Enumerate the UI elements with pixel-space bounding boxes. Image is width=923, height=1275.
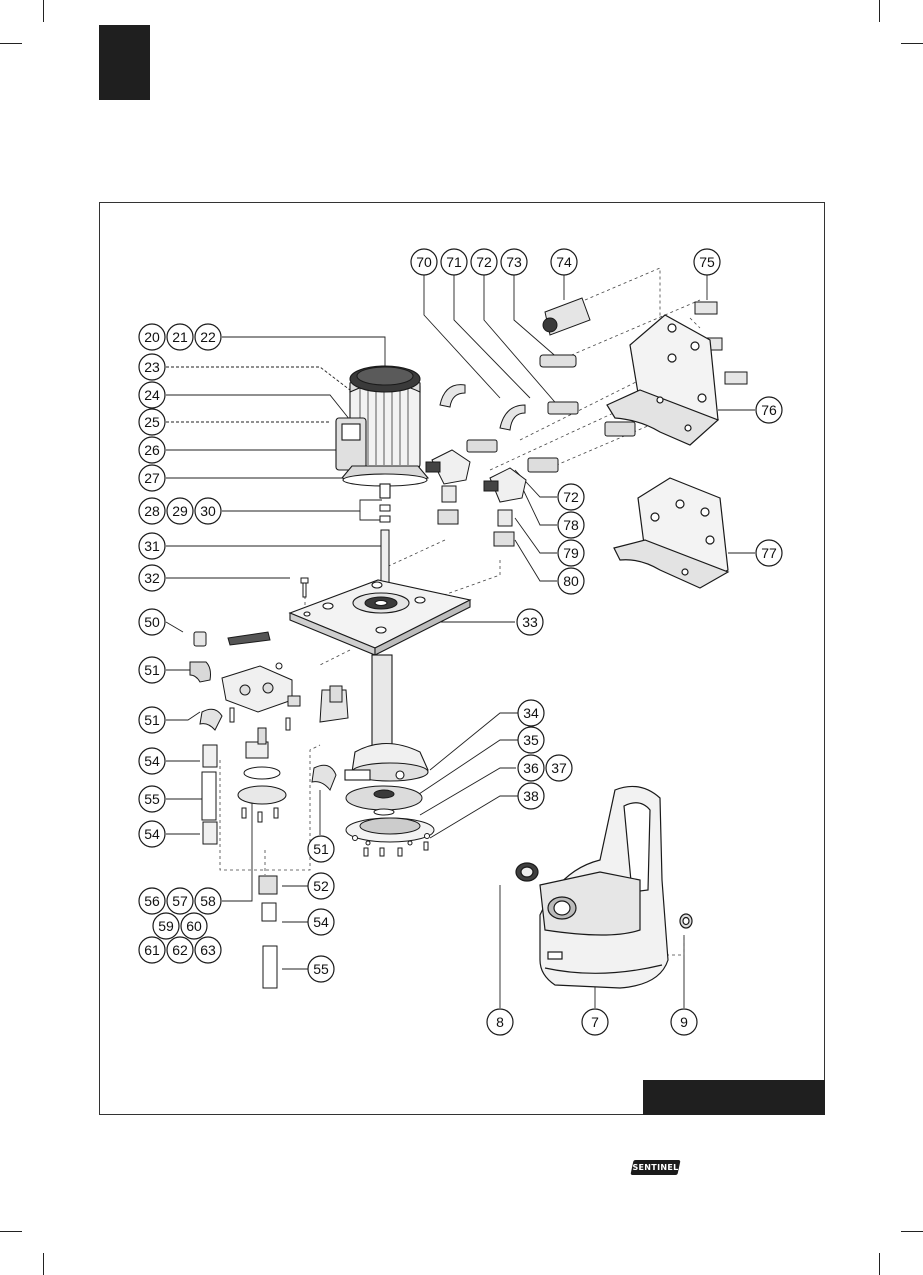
callout-38: 38 bbox=[523, 788, 539, 804]
callout-22: 22 bbox=[200, 329, 216, 345]
callout-50: 50 bbox=[144, 614, 160, 630]
tank-housing bbox=[516, 786, 692, 988]
callout-30: 30 bbox=[200, 503, 216, 519]
callout-28: 28 bbox=[144, 503, 160, 519]
callout-21: 21 bbox=[172, 329, 188, 345]
callout-24: 24 bbox=[144, 387, 160, 403]
callout-74: 74 bbox=[556, 254, 572, 270]
callout-52: 52 bbox=[313, 878, 329, 894]
callout-36: 36 bbox=[523, 760, 539, 776]
callout-75: 75 bbox=[699, 254, 715, 270]
callout-34: 34 bbox=[523, 705, 539, 721]
callout-60: 60 bbox=[186, 918, 202, 934]
callout-55: 55 bbox=[313, 961, 329, 977]
callout-33: 33 bbox=[522, 614, 538, 630]
callout-37: 37 bbox=[551, 760, 567, 776]
callout-9: 9 bbox=[680, 1014, 688, 1030]
callout-54: 54 bbox=[313, 914, 329, 930]
callout-61: 61 bbox=[144, 942, 160, 958]
mounting-plate bbox=[290, 580, 470, 655]
callout-31: 31 bbox=[144, 538, 160, 554]
callout-57: 57 bbox=[172, 893, 188, 909]
callout-7: 7 bbox=[591, 1014, 599, 1030]
callout-62: 62 bbox=[172, 942, 188, 958]
callout-25: 25 bbox=[144, 414, 160, 430]
callout-54: 54 bbox=[144, 753, 160, 769]
callout-55: 55 bbox=[144, 791, 160, 807]
callout-35: 35 bbox=[523, 732, 539, 748]
callout-26: 26 bbox=[144, 442, 160, 458]
callout-20: 20 bbox=[144, 329, 160, 345]
callout-59: 59 bbox=[158, 918, 174, 934]
callout-76: 76 bbox=[761, 402, 777, 418]
callout-77: 77 bbox=[761, 545, 777, 561]
callout-72: 72 bbox=[476, 254, 492, 270]
callout-23: 23 bbox=[144, 359, 160, 375]
callout-27: 27 bbox=[144, 470, 160, 486]
callout-71: 71 bbox=[446, 254, 462, 270]
pump-column bbox=[345, 655, 428, 781]
callout-80: 80 bbox=[563, 573, 579, 589]
callout-56: 56 bbox=[144, 893, 160, 909]
callout-78: 78 bbox=[563, 517, 579, 533]
callout-58: 58 bbox=[200, 893, 216, 909]
callout-51: 51 bbox=[144, 712, 160, 728]
callout-63: 63 bbox=[200, 942, 216, 958]
callout-51: 51 bbox=[144, 662, 160, 678]
bracket-77 bbox=[614, 478, 728, 588]
callout-79: 79 bbox=[563, 545, 579, 561]
impeller-base bbox=[346, 786, 434, 856]
motor-assembly bbox=[336, 366, 428, 498]
callout-72: 72 bbox=[563, 489, 579, 505]
callout-73: 73 bbox=[506, 254, 522, 270]
callout-51: 51 bbox=[313, 841, 329, 857]
callout-8: 8 bbox=[496, 1014, 504, 1030]
callout-54: 54 bbox=[144, 826, 160, 842]
callout-32: 32 bbox=[144, 570, 160, 586]
callout-29: 29 bbox=[172, 503, 188, 519]
callout-70: 70 bbox=[416, 254, 432, 270]
